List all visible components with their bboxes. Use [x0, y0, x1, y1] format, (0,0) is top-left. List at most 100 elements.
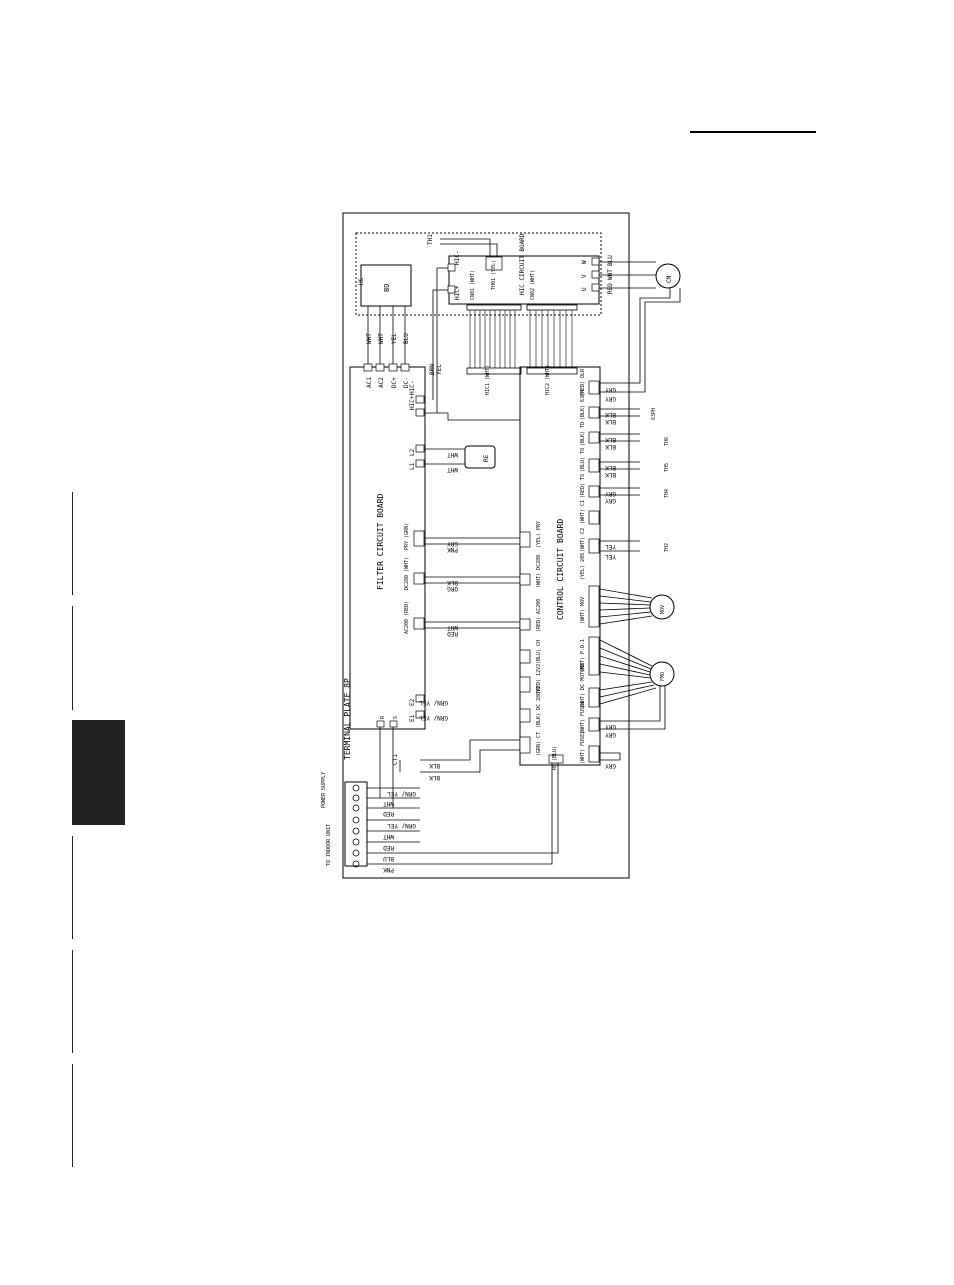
fan-w-label: W: [581, 260, 588, 264]
ctrl-conn-dc280v2: (BLK) DC 280V2: [536, 686, 542, 728]
conn-ts: (RED) TS: [580, 474, 586, 498]
ct1-label: CT1: [392, 754, 399, 765]
wire-blk-3: BLK: [605, 436, 616, 443]
enclosure: [342, 212, 630, 879]
ctrl-conn-ct: (GRN) CT: [536, 732, 542, 756]
to-indoor-label: TO INDOOR UNIT: [326, 824, 332, 866]
conn-dcmotor: (WHT) DC MOTOR1: [580, 663, 586, 708]
wire-wht-re2: WHT: [447, 466, 458, 473]
mov-label: MOV: [660, 605, 666, 614]
hs-label: HS: [358, 277, 365, 285]
control-board-label: CONTROL CIRCUIT BOARD: [556, 519, 565, 620]
filter-board: [349, 366, 426, 730]
wire-red-ac: RED: [447, 630, 458, 637]
hic1-label: HIC1 (WHT): [485, 365, 491, 395]
fan-u-label: U: [581, 287, 588, 291]
wire-grnyel-iu: GRN/ YEL: [387, 822, 416, 829]
wire-blu: BLU: [607, 255, 614, 266]
wire-gry-7: GRY: [605, 762, 616, 769]
wire-red-iu: RED: [383, 844, 394, 851]
wire-red-ps: RED: [383, 810, 394, 817]
wire-gry-3: GRY: [605, 490, 616, 497]
filter-conn-pry: PRY (GRN): [404, 523, 410, 550]
hic-zone: [355, 232, 602, 316]
wire-blk-2: BLK: [605, 418, 616, 425]
fmo-motor: [649, 661, 675, 687]
conn-mov: (WHT) MOV: [580, 597, 586, 624]
hic-wire-yel: YEL: [436, 364, 443, 375]
wire-yel-2: YEL: [605, 553, 616, 560]
conn-20s: (YEL) 20S: [580, 553, 586, 580]
ctrl-conn-12v2: (RED) 12V2: [536, 664, 542, 694]
ac1-label: AC1: [366, 377, 373, 388]
conn-fuse1: (WHT) FUSE1: [580, 701, 586, 734]
re-box: [464, 445, 496, 469]
wire-yel-1: YEL: [605, 543, 616, 550]
hic-wire-brn: BRN: [429, 364, 436, 375]
wire-gry-olr1: GRY: [605, 386, 616, 393]
th1-label: TH1: [427, 234, 434, 245]
side-63ph: 63PH: [651, 408, 657, 420]
wire-blk-4: BLK: [605, 443, 616, 450]
tab-divider: [72, 606, 73, 710]
wire-blk-5: BLK: [605, 464, 616, 471]
side-th5: TH5: [664, 463, 670, 472]
filter-conn-ac200: AC200 (RED): [404, 601, 410, 634]
tab-divider: [72, 492, 73, 595]
wire-gry-6: GRY: [605, 731, 616, 738]
bd-wire-wht1: WHT: [366, 333, 373, 344]
wire-blk-ct1: BLK: [429, 762, 440, 769]
hic-board-label: HIC CIRCUIT BOARD: [519, 233, 526, 295]
wire-grnyel-e2: GRN/ YEL: [419, 699, 448, 706]
bd-label: BD: [383, 284, 391, 292]
section-tab-active: [72, 720, 125, 825]
cn02-label: CN02 (WHT): [530, 270, 536, 300]
wire-blk-1: BLK: [605, 411, 616, 418]
hic-minus-filter: HIC-: [409, 381, 416, 395]
l1-label: L1: [409, 462, 416, 470]
e2-label: E2: [409, 698, 416, 706]
ac2-label: AC2: [378, 377, 385, 388]
filter-board-label: FILTER CIRCUIT BOARD: [376, 493, 385, 590]
dc-plus-label: DC+: [391, 377, 398, 388]
mov-motor: [649, 594, 675, 620]
bd-wire-yel: YEL: [391, 333, 398, 344]
conn-td: (BLK) TD: [580, 422, 586, 446]
wire-wht: WHT: [607, 269, 614, 280]
wire-red: RED: [607, 283, 614, 294]
terminal-plate: [344, 781, 368, 867]
wire-wht-re1: WHT: [447, 451, 458, 458]
side-th4: TH4: [664, 489, 670, 498]
wire-gry-olr2: GRY: [605, 395, 616, 402]
ctrl-conn-pry: (YEL) PRY: [536, 521, 542, 548]
wire-pnk-pry: PNK: [447, 546, 458, 553]
bd-box: [360, 264, 412, 307]
wire-blk-6: BLK: [605, 471, 616, 478]
ctrl-conn-rc: RC (BLU): [552, 746, 558, 770]
wire-wht-ps: WHT: [383, 800, 394, 807]
hic-plus-filter: HIC+: [409, 395, 416, 410]
ctrl-conn-ch: (BLU) CH: [536, 640, 542, 664]
wire-wht-ac: WHT: [447, 624, 458, 631]
re-label: RE: [483, 454, 490, 462]
cm-label: CM: [666, 275, 673, 283]
conn-63ph: (BLK) 63PH: [580, 390, 586, 420]
wire-gry-4: GRY: [605, 497, 616, 504]
bd-wire-blu: BLU: [403, 333, 410, 344]
r-label: R: [380, 715, 386, 719]
terminal-plate-label: TERMINAL PLATE 8P: [343, 678, 352, 760]
hic-board: [448, 255, 600, 305]
wire-blu-iu: BLU: [383, 855, 394, 862]
tab-divider: [72, 836, 73, 939]
wire-blk-ct2: BLK: [429, 774, 440, 781]
hic2-label: HIC2 (WHT): [545, 365, 551, 395]
power-supply-label: POWER SUPPLY: [321, 772, 327, 808]
header-rule: [690, 131, 816, 133]
wire-org-dc: ORG: [447, 585, 458, 592]
tab-divider: [72, 950, 73, 1053]
fmo-label: FMO: [660, 672, 666, 681]
conn-c2: (WHT) C2: [580, 528, 586, 552]
side-th6: TH6: [664, 437, 670, 446]
ctrl-conn-ac200: (RED) AC200: [536, 599, 542, 632]
